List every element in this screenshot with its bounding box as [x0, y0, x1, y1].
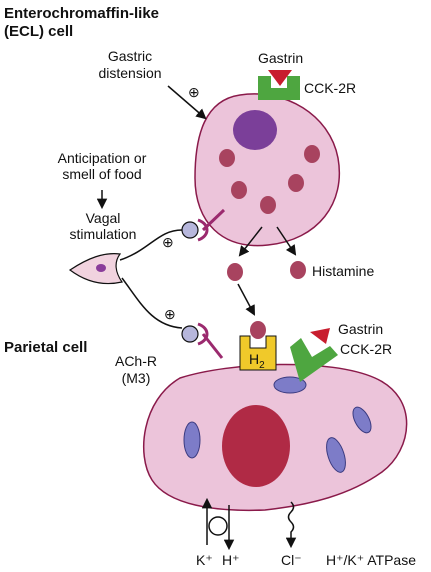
- ecl-cell-body: [194, 93, 341, 247]
- parietal-cell-title: Parietal cell: [4, 339, 88, 356]
- ecl-cell-title-line2: (ECL) cell: [4, 23, 74, 40]
- gastrin-label-parietal: Gastrin: [338, 321, 384, 337]
- histamine-label: Histamine: [312, 263, 375, 279]
- plus-sign-vagal-ecl: ⊕: [162, 234, 174, 250]
- potassium-ion-label: K⁺: [196, 552, 213, 568]
- chloride-ion-label: Cl⁻: [281, 552, 302, 568]
- mitochondria: [183, 376, 372, 473]
- synapse-parietal: [181, 322, 224, 359]
- hydrogen-ion-label: H⁺: [222, 552, 240, 568]
- cck2r-label-parietal: CCK-2R: [340, 341, 393, 357]
- vagal-stimulation-label-line1: Vagal: [85, 210, 121, 226]
- cck2r-receptor-ecl: [258, 76, 300, 100]
- parietal-nucleus: [222, 405, 290, 487]
- vagal-neuron: [68, 253, 124, 285]
- cck2r-receptor-parietal: [290, 338, 338, 382]
- vagal-stimulation-label-line2: stimulation: [69, 226, 137, 242]
- plus-sign-vagal-parietal: ⊕: [164, 306, 176, 322]
- arrows: [96, 85, 297, 316]
- gastric-distension-label-line1: Gastric: [107, 48, 153, 64]
- gastrin-label-ecl: Gastrin: [258, 50, 304, 66]
- gastric-distension-label-line2: distension: [98, 65, 162, 81]
- ach-receptor-label-line1: ACh-R: [114, 353, 157, 369]
- h2-letter: H: [249, 351, 260, 367]
- neuron-nucleus: [96, 264, 106, 272]
- ecl-cell-title-line1: Enterochromaffin-like: [4, 5, 160, 22]
- anticipation-label-line1: Anticipation or: [57, 150, 147, 166]
- synapse-ecl: [181, 208, 226, 242]
- proton-pump: [201, 497, 235, 551]
- axons: [119, 229, 183, 329]
- cck2r-label-ecl: CCK-2R: [304, 80, 357, 96]
- ecl-nucleus: [233, 110, 277, 150]
- h2-receptor-label: H2: [249, 351, 265, 374]
- ecl-histamine-granules: [219, 145, 320, 214]
- ach-receptor-label-line2: (M3): [121, 370, 151, 386]
- released-histamine: [227, 261, 306, 339]
- h2-subscript: 2: [259, 359, 265, 371]
- atpase-label: H⁺/K⁺ ATPase: [326, 552, 416, 568]
- gastrin-triangle-parietal: [310, 328, 330, 344]
- plus-sign-distension: ⊕: [188, 84, 200, 100]
- h2-receptor: [239, 335, 277, 371]
- chloride-channel-arrow: [285, 501, 297, 549]
- gastrin-triangle-ecl: [268, 70, 292, 86]
- anticipation-label-line2: smell of food: [62, 166, 142, 182]
